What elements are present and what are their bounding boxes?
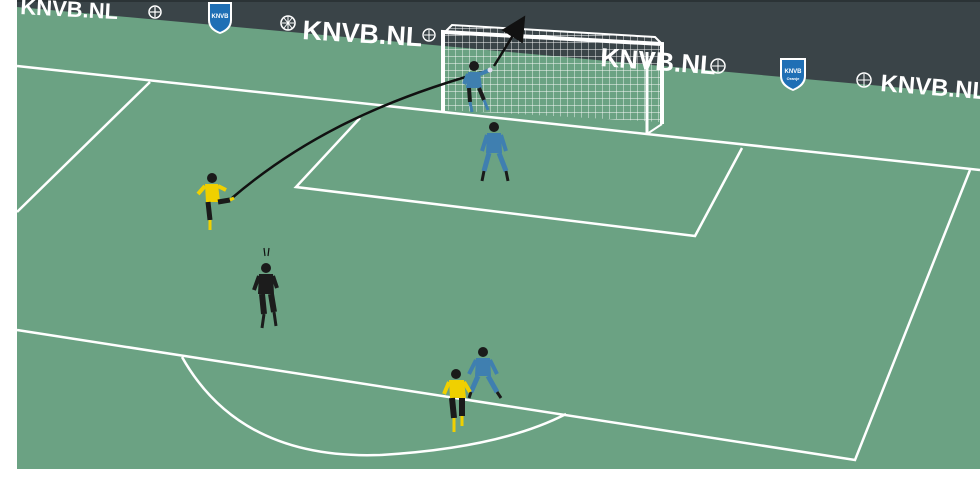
shield-sublabel: Oranje	[787, 76, 800, 81]
lion-crest-icon	[857, 73, 871, 87]
shield-label: KNVB	[211, 14, 229, 20]
lion-crest-icon	[149, 6, 161, 18]
lion-crest-icon	[281, 16, 295, 30]
shield-label: KNVB	[784, 69, 802, 75]
lion-crest-icon	[711, 59, 725, 73]
lion-crest-icon	[423, 29, 435, 41]
board-top-edge	[17, 0, 980, 2]
bottom-border	[0, 469, 980, 483]
left-border	[0, 0, 17, 483]
